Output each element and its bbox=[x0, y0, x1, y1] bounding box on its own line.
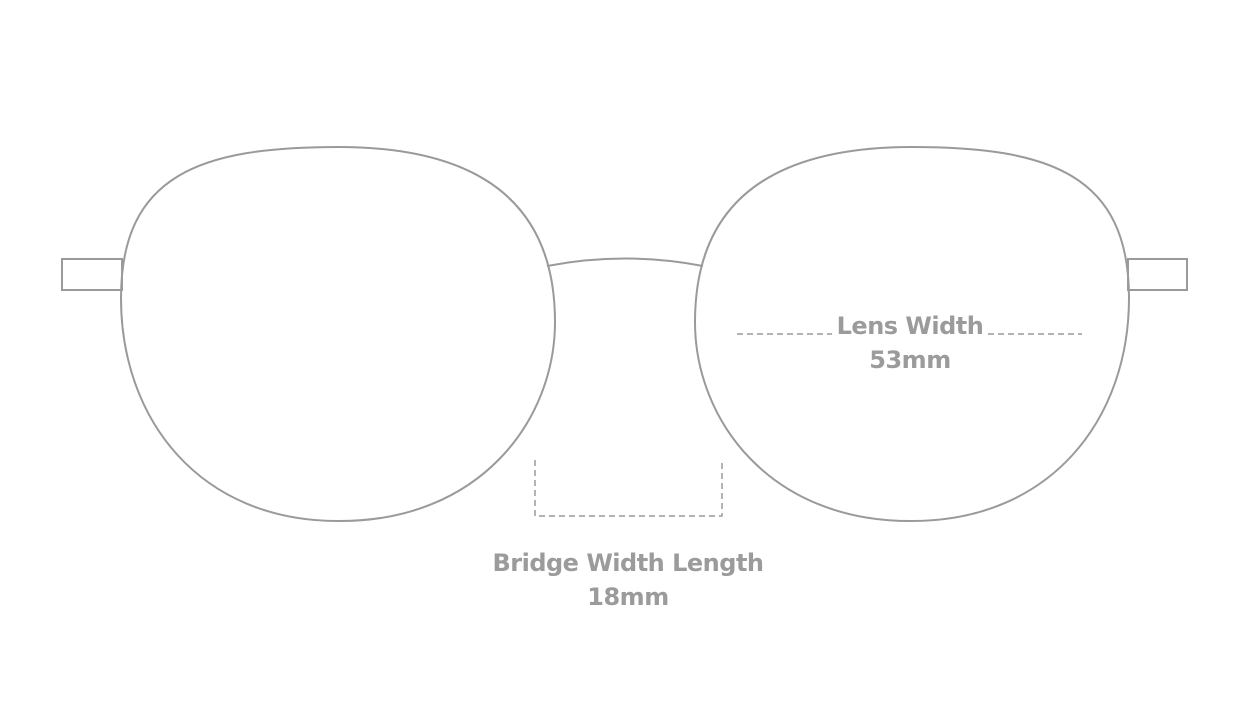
bridge-width-label: Bridge Width Length 18mm bbox=[478, 546, 778, 614]
lens-width-value: 53mm bbox=[869, 346, 951, 374]
lens-width-title: Lens Width bbox=[836, 312, 984, 340]
right-lens bbox=[693, 145, 1131, 523]
left-lens bbox=[119, 145, 557, 523]
bridge-width-value: 18mm bbox=[587, 583, 669, 611]
bridge-width-title: Bridge Width Length bbox=[492, 549, 764, 577]
left-temple bbox=[61, 258, 123, 291]
right-temple bbox=[1127, 258, 1188, 291]
lens-width-label: Lens Width 53mm bbox=[830, 309, 990, 377]
bridge bbox=[546, 257, 704, 267]
bridge-width-bracket bbox=[534, 460, 723, 517]
